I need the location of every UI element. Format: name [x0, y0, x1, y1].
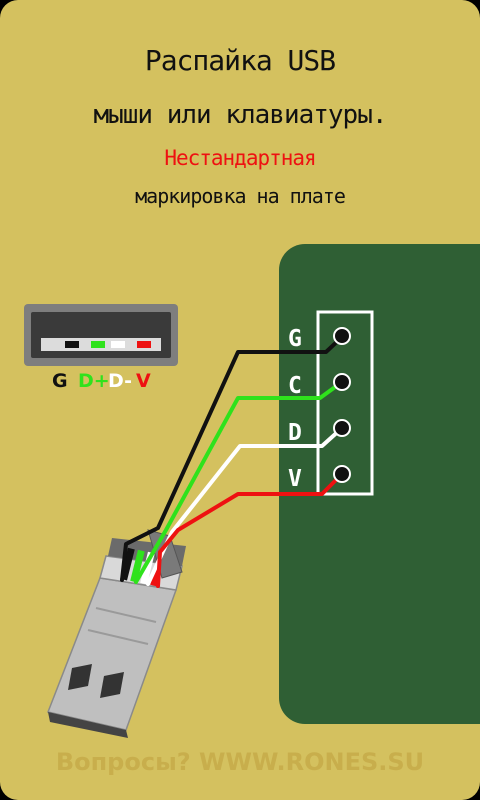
pad-data-minus [111, 341, 125, 348]
usb-port-tongue [41, 338, 161, 351]
legend-dminus: D- [108, 370, 133, 392]
solder-point-d [333, 419, 351, 437]
wires [120, 335, 344, 588]
pad-vcc [137, 341, 151, 348]
legend-dplus: D+ [78, 370, 110, 392]
legend-v: V [136, 370, 151, 392]
footer-website[interactable]: Вопросы? WWW.RONES.SU [55, 748, 425, 776]
usb-plug-icon [46, 529, 186, 738]
board-label-c: C [288, 373, 302, 399]
board-label-v: V [288, 466, 302, 492]
wire-ground [120, 335, 344, 582]
solder-point-v [333, 465, 351, 483]
board-label-d: D [288, 420, 302, 446]
solder-point-g [333, 327, 351, 345]
wire-data-plus [134, 380, 344, 584]
subtitle-red: Нестандартная [164, 146, 316, 170]
pad-ground [65, 341, 79, 348]
wire-vcc [156, 472, 344, 588]
subtitle-line: маркировка на плате [135, 184, 346, 208]
circuit-board [279, 244, 480, 724]
usb-port-cavity [31, 312, 171, 358]
board-label-g: G [288, 326, 302, 352]
pad-data-plus [91, 341, 105, 348]
connector-frame [316, 310, 374, 496]
title-line-1: Распайка USB [144, 44, 336, 77]
usb-pin-legend: G D+ D- V [52, 370, 172, 396]
solder-point-c [333, 373, 351, 391]
usb-port-icon [24, 304, 178, 366]
title-line-2: мыши или клавиатуры. [93, 100, 387, 130]
legend-g: G [52, 370, 68, 392]
